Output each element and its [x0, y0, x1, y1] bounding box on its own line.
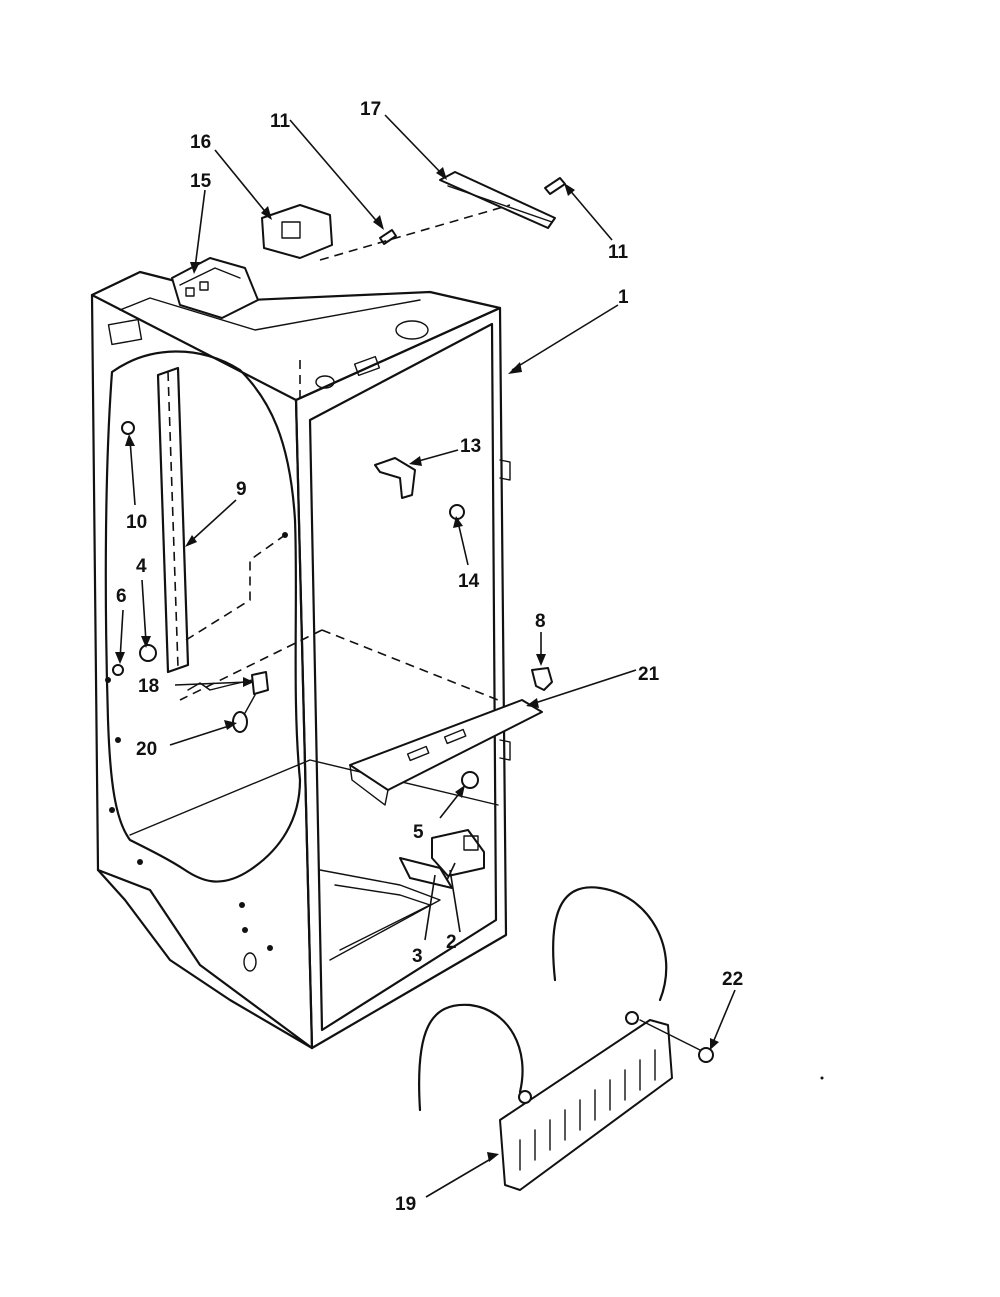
cabinet-liner [90, 270, 511, 1050]
part-18 [251, 671, 269, 695]
callout-14: 14 [458, 571, 480, 592]
part-2 [431, 829, 485, 877]
callout-17: 17 [360, 99, 381, 120]
callout-19: 19 [395, 1194, 416, 1215]
part-3 [399, 857, 453, 889]
callout-6: 6 [116, 586, 127, 607]
callout-16: 16 [190, 132, 211, 153]
screw-part-10 [121, 421, 135, 435]
callout-20: 20 [136, 739, 157, 760]
part-4 [139, 644, 157, 662]
callout-8: 8 [535, 611, 546, 632]
part-5 [461, 771, 479, 789]
callout-11-left: 11 [270, 111, 291, 132]
part-17 [439, 171, 556, 229]
callout-13: 13 [460, 436, 481, 457]
screw-part-11-right [544, 177, 566, 195]
callout-18: 18 [138, 676, 159, 697]
callout-11-right: 11 [608, 242, 629, 263]
callout-3: 3 [412, 946, 423, 967]
part-20 [232, 711, 248, 733]
callout-5: 5 [413, 822, 424, 843]
part-15 [171, 257, 259, 319]
grille-part-19 [418, 886, 673, 1191]
callout-2: 2 [446, 932, 457, 953]
callout-22: 22 [722, 969, 743, 990]
screw-part-22 [698, 1047, 714, 1063]
callout-9: 9 [236, 479, 247, 500]
part-16 [261, 204, 333, 259]
callout-10: 10 [126, 512, 147, 533]
leader-lines [115, 114, 736, 1198]
bracket-part-13 [374, 457, 416, 499]
trim-part-21 [349, 699, 543, 806]
callout-21: 21 [638, 664, 660, 685]
callout-1: 1 [618, 287, 629, 308]
screw-part-14 [449, 504, 465, 520]
callout-labels: 1 2 3 4 5 6 8 9 10 11 11 13 14 15 16 17 … [116, 99, 743, 1215]
callout-15: 15 [190, 171, 212, 192]
rail-part-9 [156, 366, 190, 674]
clip-part-8 [531, 667, 553, 691]
callout-4: 4 [136, 556, 147, 577]
screw-part-6 [112, 664, 124, 676]
